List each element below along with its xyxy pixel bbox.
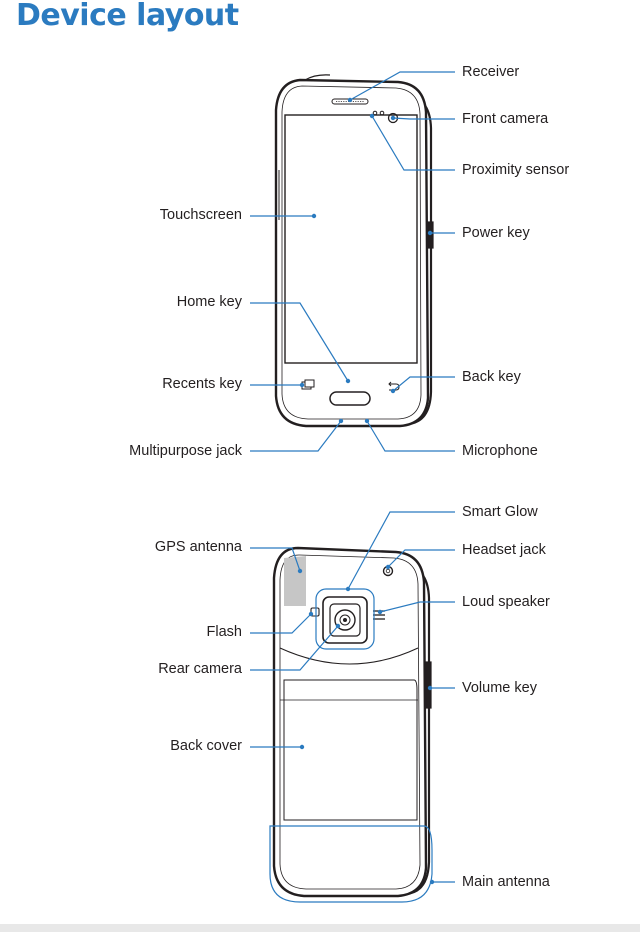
label-front-camera: Front camera bbox=[462, 111, 549, 127]
phone-back-illustration bbox=[272, 546, 432, 898]
front-leader-dots bbox=[299, 97, 433, 424]
back-leader-dots bbox=[297, 564, 435, 885]
back-leader-lines bbox=[250, 511, 455, 903]
label-volume-key: Volume key bbox=[462, 680, 537, 696]
label-main-antenna: Main antenna bbox=[462, 874, 550, 890]
phone-front-illustration bbox=[274, 74, 434, 428]
label-multipurpose-jack: Multipurpose jack bbox=[129, 443, 242, 459]
label-back-key: Back key bbox=[462, 369, 521, 385]
label-rear-camera: Rear camera bbox=[158, 661, 242, 677]
front-leader-lines bbox=[250, 71, 455, 452]
label-gps-antenna: GPS antenna bbox=[154, 539, 242, 555]
label-receiver: Receiver bbox=[462, 64, 520, 80]
label-power-key: Power key bbox=[462, 225, 530, 241]
label-recents-key: Recents key bbox=[162, 376, 242, 392]
footer-bar bbox=[0, 924, 640, 932]
label-proximity-sensor: Proximity sensor bbox=[462, 162, 570, 178]
label-microphone: Microphone bbox=[462, 443, 538, 459]
label-smart-glow: Smart Glow bbox=[462, 504, 538, 520]
label-loud-speaker: Loud speaker bbox=[462, 594, 550, 610]
page-title: Device layout bbox=[16, 0, 239, 33]
label-back-cover: Back cover bbox=[170, 738, 242, 754]
label-headset-jack: Headset jack bbox=[462, 542, 546, 558]
label-touchscreen: Touchscreen bbox=[159, 207, 242, 223]
label-home-key: Home key bbox=[176, 294, 242, 310]
label-flash: Flash bbox=[206, 624, 242, 640]
